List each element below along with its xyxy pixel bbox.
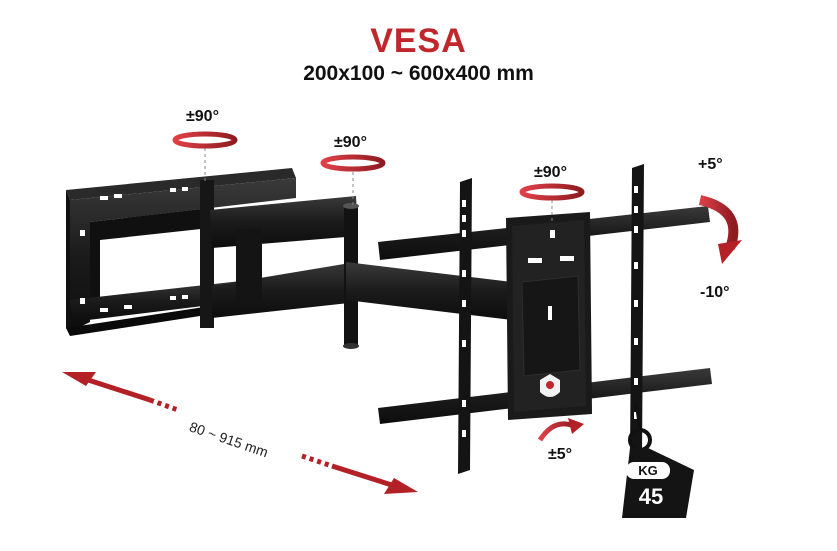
weight-unit-label: KG [626, 462, 670, 479]
swivel-wall-label: ±90° [186, 108, 219, 125]
vesa-title: VESA [370, 22, 467, 60]
wall-plate [66, 168, 296, 336]
swivel-ring-arm-icon [320, 154, 386, 172]
weight-value-label: 45 [638, 484, 664, 509]
tilt-up-label: +5° [698, 156, 723, 173]
tv-bracket [378, 164, 712, 474]
swivel-plate-label: ±90° [534, 164, 567, 181]
level-label: ±5° [548, 446, 573, 463]
swivel-ring-plate-icon [519, 183, 585, 201]
tilt-down-label: -10° [700, 284, 730, 301]
swivel-ring-wall-icon [172, 131, 238, 149]
extension-arrow-icon [62, 372, 418, 494]
first-arm [210, 196, 359, 349]
vesa-size-range: 200x100 ~ 600x400 mm [303, 62, 534, 85]
swivel-arm-label: ±90° [334, 134, 367, 151]
second-arm [346, 262, 512, 320]
tilt-arrow-icon [698, 195, 742, 264]
level-rotation-arrow-icon [537, 418, 584, 442]
